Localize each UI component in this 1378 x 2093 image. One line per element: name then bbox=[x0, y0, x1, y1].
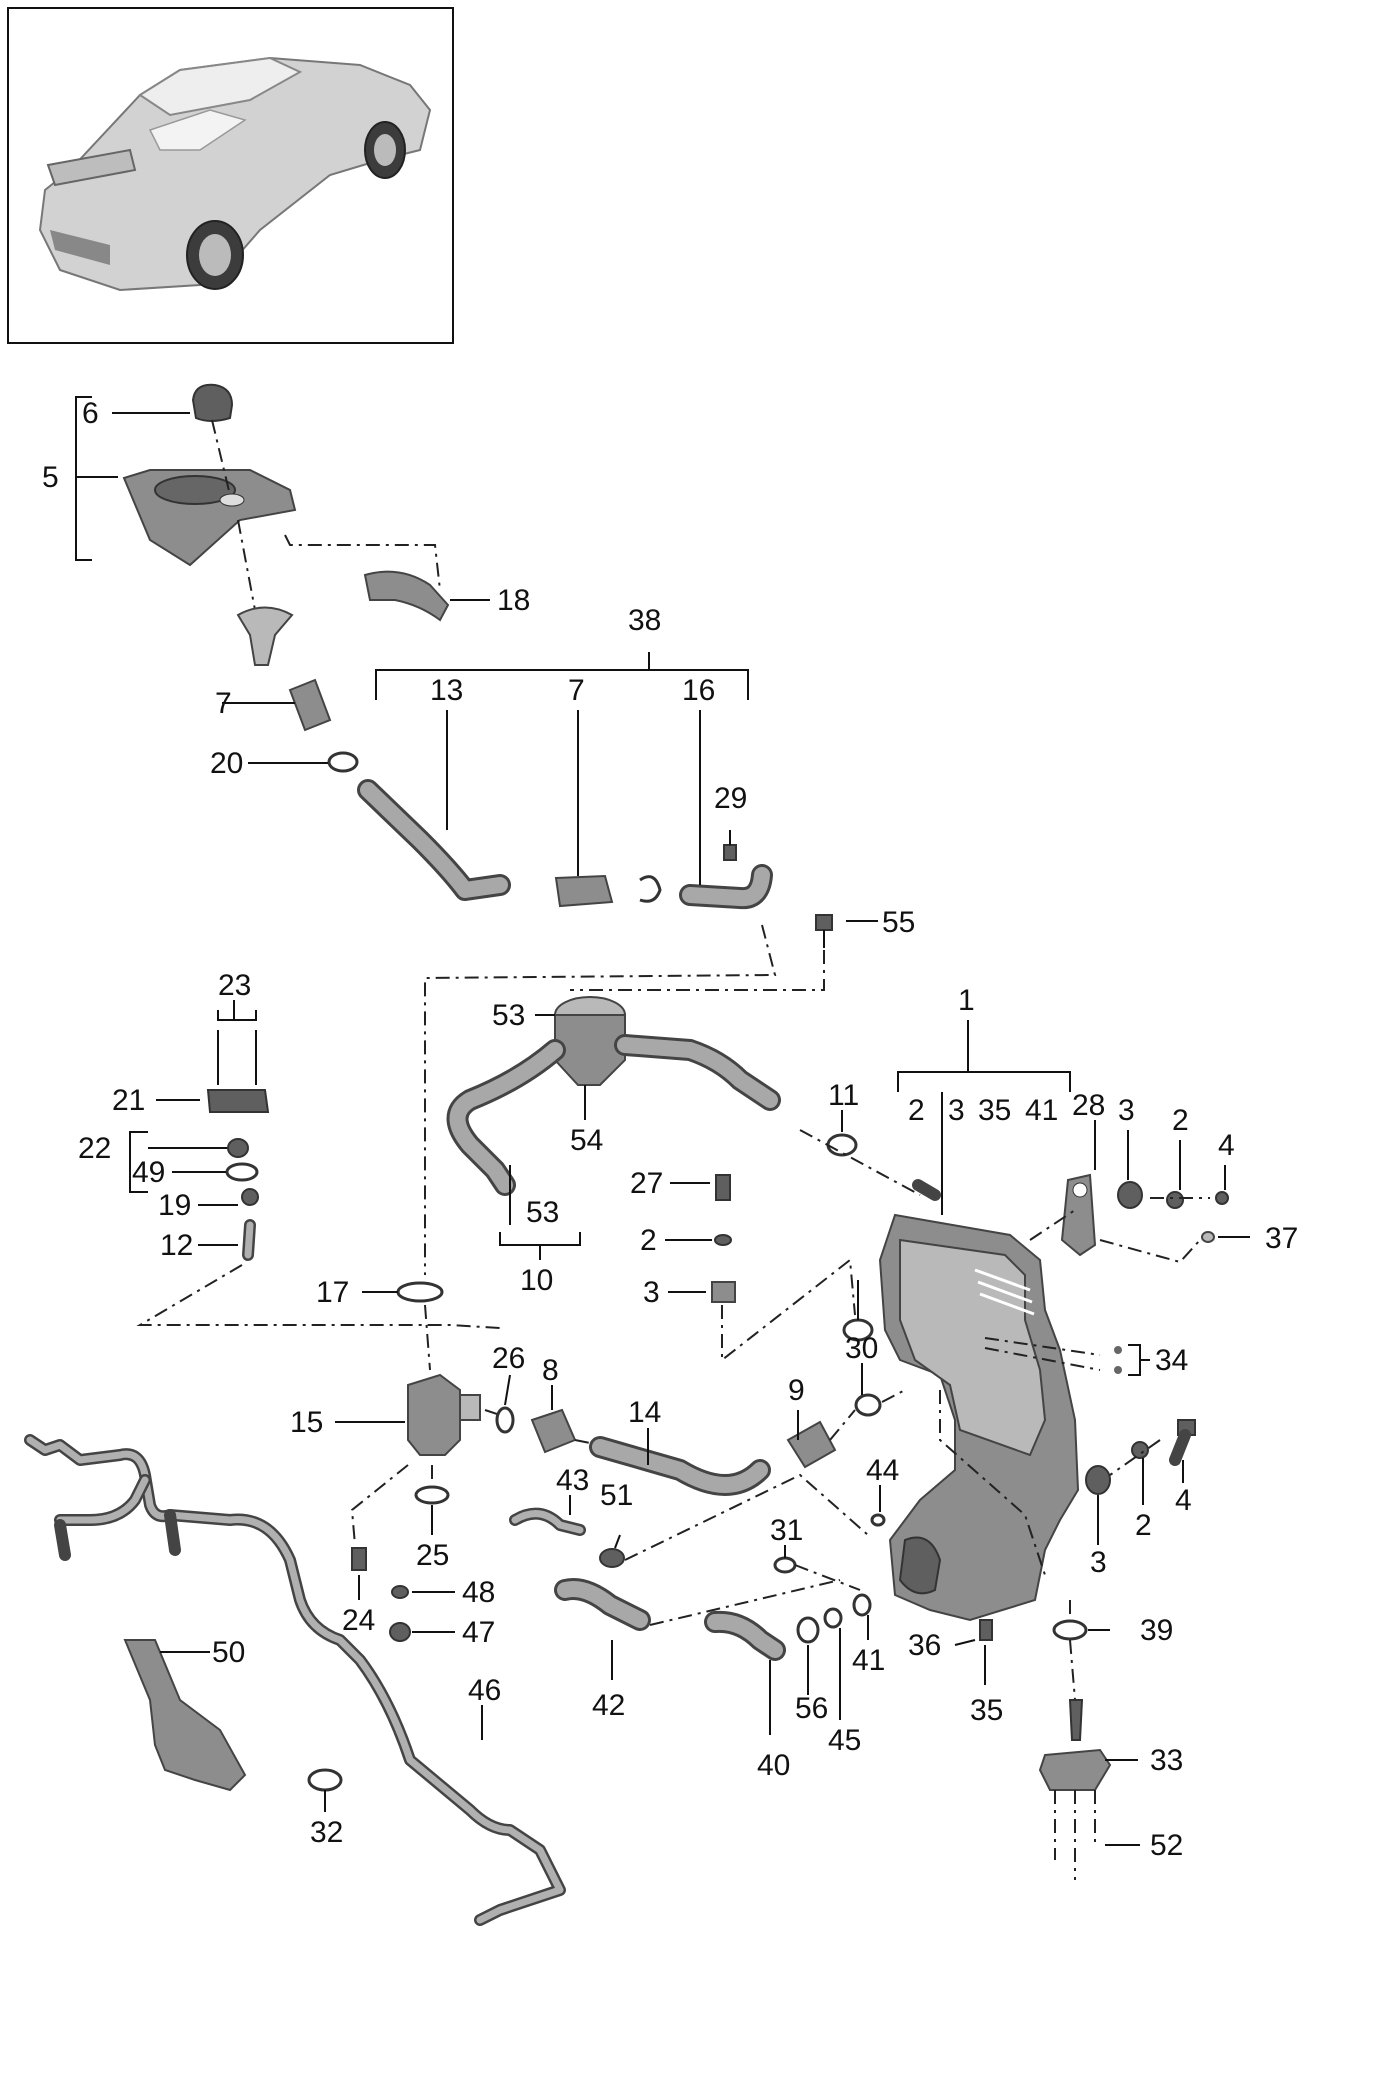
label-4: 4 bbox=[1218, 1129, 1235, 1162]
label-38: 38 bbox=[628, 604, 661, 637]
label-3: 3 bbox=[1090, 1546, 1107, 1579]
label-27: 27 bbox=[630, 1167, 663, 1200]
label-36: 36 bbox=[908, 1629, 941, 1662]
label-3: 3 bbox=[643, 1276, 660, 1309]
label-13: 13 bbox=[430, 674, 463, 707]
label-10: 10 bbox=[520, 1264, 553, 1297]
label-32: 32 bbox=[310, 1816, 343, 1849]
label-49: 49 bbox=[132, 1156, 165, 1189]
label-34: 34 bbox=[1155, 1344, 1188, 1377]
label-30: 30 bbox=[845, 1332, 878, 1365]
label-7: 7 bbox=[568, 674, 585, 707]
label-47: 47 bbox=[462, 1616, 495, 1649]
canister-group bbox=[446, 996, 781, 1260]
label-17: 17 bbox=[316, 1276, 349, 1309]
label-11: 11 bbox=[828, 1079, 859, 1112]
label-21: 21 bbox=[112, 1084, 145, 1117]
label-52: 52 bbox=[1150, 1829, 1183, 1862]
label-53: 53 bbox=[492, 999, 525, 1032]
mount-column bbox=[665, 1110, 921, 1363]
label-29: 29 bbox=[714, 782, 747, 815]
label-35: 35 bbox=[970, 1694, 1003, 1727]
bottom-left-parts bbox=[24, 1434, 566, 1926]
label-55: 55 bbox=[882, 906, 915, 939]
vent-hose-group bbox=[357, 652, 878, 1275]
right-mounts bbox=[1029, 1120, 1250, 1376]
label-39: 39 bbox=[1140, 1614, 1173, 1647]
label-37: 37 bbox=[1265, 1222, 1298, 1255]
part-number-labels: 1 2 3 35 41 28 3 2 4 37 34 4 2 3 39 33 5… bbox=[42, 397, 1298, 1862]
filler-group bbox=[75, 383, 490, 773]
label-2: 2 bbox=[1135, 1509, 1152, 1542]
sensor-group bbox=[129, 1000, 501, 1329]
label-41: 41 bbox=[1025, 1094, 1058, 1127]
label-2: 2 bbox=[1172, 1104, 1189, 1137]
label-51: 51 bbox=[600, 1479, 633, 1512]
label-7: 7 bbox=[215, 687, 232, 720]
label-40: 40 bbox=[757, 1749, 790, 1782]
reservoir-tank bbox=[842, 1020, 1101, 1622]
label-42: 42 bbox=[592, 1689, 625, 1722]
label-3: 3 bbox=[1118, 1094, 1135, 1127]
lower-fittings bbox=[509, 1473, 993, 1735]
label-20: 20 bbox=[210, 747, 243, 780]
label-31: 31 bbox=[770, 1514, 803, 1547]
label-6: 6 bbox=[82, 397, 99, 430]
label-28: 28 bbox=[1072, 1089, 1105, 1122]
label-45: 45 bbox=[828, 1724, 861, 1757]
label-12: 12 bbox=[160, 1229, 193, 1262]
label-44: 44 bbox=[866, 1454, 899, 1487]
label-43: 43 bbox=[556, 1464, 589, 1497]
label-3: 3 bbox=[948, 1094, 965, 1127]
label-48: 48 bbox=[462, 1576, 495, 1609]
valve-group bbox=[335, 1281, 906, 1600]
label-5: 5 bbox=[42, 461, 59, 494]
label-56: 56 bbox=[795, 1692, 828, 1725]
label-26: 26 bbox=[492, 1342, 525, 1375]
label-50: 50 bbox=[212, 1636, 245, 1669]
label-23: 23 bbox=[218, 969, 251, 1002]
label-1: 1 bbox=[958, 984, 975, 1017]
label-2: 2 bbox=[908, 1094, 925, 1127]
right-lower-mounts bbox=[1085, 1419, 1196, 1545]
label-4: 4 bbox=[1175, 1484, 1192, 1517]
label-16: 16 bbox=[682, 674, 715, 707]
label-14: 14 bbox=[628, 1396, 661, 1429]
label-24: 24 bbox=[342, 1604, 375, 1637]
label-19: 19 bbox=[158, 1189, 191, 1222]
label-53: 53 bbox=[526, 1196, 559, 1229]
label-41: 41 bbox=[852, 1644, 885, 1677]
label-2: 2 bbox=[640, 1224, 657, 1257]
label-35: 35 bbox=[978, 1094, 1011, 1127]
label-8: 8 bbox=[542, 1354, 559, 1387]
label-18: 18 bbox=[497, 584, 530, 617]
pump-group bbox=[1038, 1600, 1140, 1880]
label-9: 9 bbox=[788, 1374, 805, 1407]
label-46: 46 bbox=[468, 1674, 501, 1707]
car-thumbnail bbox=[7, 7, 454, 344]
label-15: 15 bbox=[290, 1406, 323, 1439]
label-54: 54 bbox=[570, 1124, 603, 1157]
label-33: 33 bbox=[1150, 1744, 1183, 1777]
label-22: 22 bbox=[78, 1132, 111, 1165]
label-25: 25 bbox=[416, 1539, 449, 1572]
